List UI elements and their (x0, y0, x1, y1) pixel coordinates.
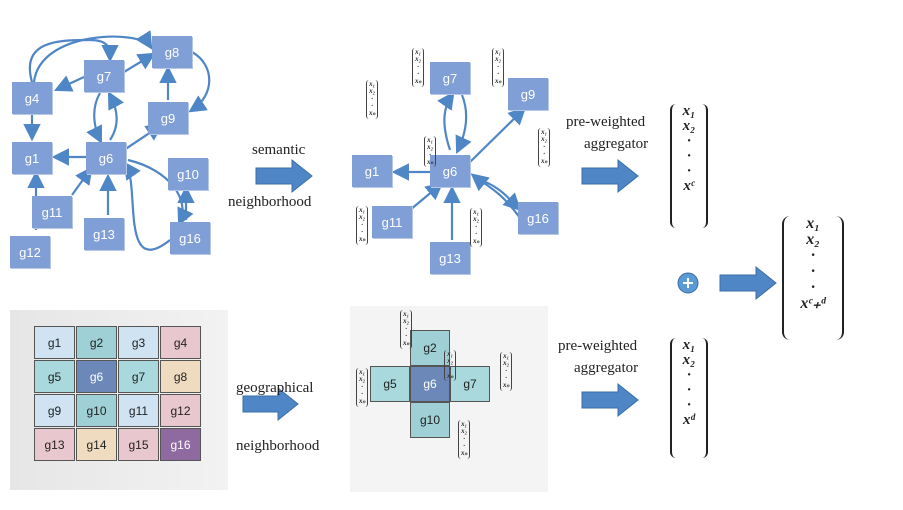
node-g11: g11 (32, 196, 72, 228)
grid-cell: g2 (76, 326, 117, 359)
mid-node-g9: g9 (508, 78, 548, 110)
block-arrow-agg-bottom (581, 382, 639, 418)
block-arrow-semantic (255, 158, 313, 194)
grid-cell: g11 (118, 394, 159, 427)
mid-edge-g6-g9 (469, 106, 527, 163)
mid-node-g1: g1 (352, 155, 392, 187)
edge-g7-g4 (54, 75, 85, 92)
edge-g4-g8 (32, 30, 153, 83)
aggregator-top-label-1: pre-weighted (566, 114, 646, 130)
grid-cell: g13 (34, 428, 75, 461)
block-arrow-final (719, 265, 777, 301)
edge-g7-g6 (86, 92, 102, 144)
block-arrow-geo (242, 386, 299, 422)
node-g16: g16 (170, 222, 210, 254)
grid-cell: g8 (160, 360, 201, 393)
geographical-label: geographical (236, 380, 314, 396)
node-g12: g12 (10, 236, 50, 268)
geo-cell-g2: g2 (410, 330, 450, 366)
mid-node-g11: g11 (372, 206, 412, 238)
mid-edge-g16-g6 (470, 173, 521, 219)
geo-cell-g6: g6 (410, 366, 450, 402)
semantic-neighborhood-label: neighborhood (228, 194, 312, 210)
grid-cell: g16 (160, 428, 201, 461)
grid-cell: g5 (34, 360, 75, 393)
edge-g8-g9 (188, 51, 211, 113)
geo-cell-g5: g5 (370, 366, 410, 402)
mid-node-g13: g13 (430, 242, 470, 274)
node-g10: g10 (168, 158, 208, 190)
mid-edge-g11-g6 (409, 182, 444, 211)
node-g13: g13 (84, 218, 124, 250)
geo-cell-g7: g7 (450, 366, 490, 402)
aggregator-top-label-2: aggregator (584, 136, 649, 152)
edge-g7-g8 (123, 52, 156, 73)
grid-cell: g15 (118, 428, 159, 461)
semantic-label: semantic (252, 142, 306, 158)
node-g8: g8 (152, 36, 192, 68)
mid-node-g6: g6 (430, 155, 470, 187)
aggregator-bottom-label-2: aggregator (574, 360, 639, 376)
geo-neighborhood-label: neighborhood (236, 438, 320, 454)
grid-cell: g12 (160, 394, 201, 427)
node-g7: g7 (84, 60, 124, 92)
block-arrow-agg-top (581, 158, 639, 194)
node-g4: g4 (12, 82, 52, 114)
node-g1: g1 (12, 142, 52, 174)
node-g9: g9 (148, 102, 188, 134)
mid-node-g16: g16 (518, 202, 558, 234)
grid-cell: g4 (160, 326, 201, 359)
node-g6: g6 (86, 142, 126, 174)
mid-node-g7: g7 (430, 62, 470, 94)
grid-cell: g9 (34, 394, 75, 427)
mid-edge-g6-g7 (437, 91, 455, 151)
mid-edge-g7-g6 (455, 94, 472, 154)
grid-cell: g6 (76, 360, 117, 393)
geo-cell-g10: g10 (410, 402, 450, 438)
aggregator-bottom-label-1: pre-weighted (558, 338, 638, 354)
grid-cell: g10 (76, 394, 117, 427)
edge-g11-g6 (71, 166, 93, 196)
grid-cell: g7 (118, 360, 159, 393)
edge-g6-g7 (107, 91, 124, 141)
edge-g16-g6 (123, 161, 171, 251)
grid-cell: g14 (76, 428, 117, 461)
grid-cell: g3 (118, 326, 159, 359)
grid-cell: g1 (34, 326, 75, 359)
